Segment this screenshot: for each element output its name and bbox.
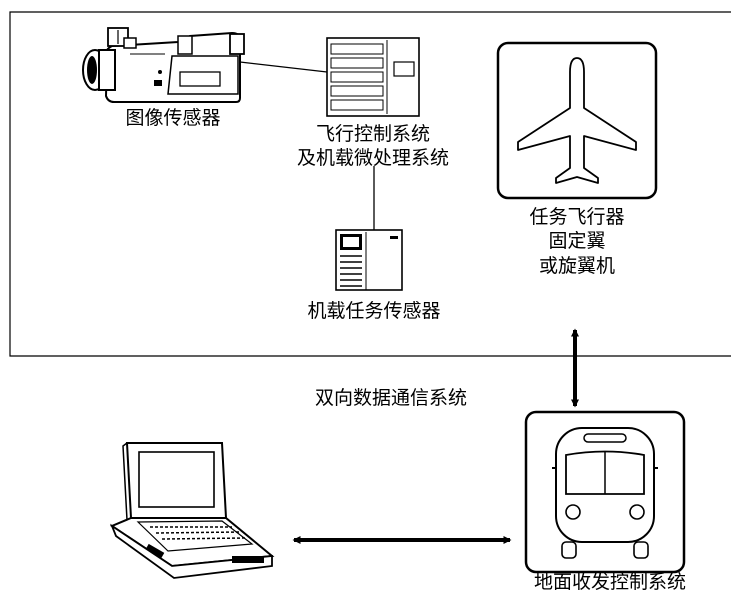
control-unit-icon bbox=[326, 37, 420, 117]
aircraft-label-line3: 或旋翼机 bbox=[538, 255, 615, 277]
computer-tower-icon bbox=[335, 229, 403, 291]
onboard-sensor-label: 机载任务传感器 bbox=[307, 300, 441, 322]
flight-control-label-line1: 飞行控制系统 bbox=[315, 123, 430, 145]
bus-icon bbox=[524, 410, 686, 574]
flight-control-label-line2: 及机载微处理系统 bbox=[296, 147, 449, 169]
image-sensor-label: 图像传感器 bbox=[125, 107, 221, 129]
laptop-icon bbox=[109, 442, 275, 579]
video-camera-icon bbox=[82, 27, 245, 103]
airplane-icon bbox=[496, 41, 658, 200]
aircraft-label-line1: 任务飞行器 bbox=[529, 206, 625, 228]
camera-to-controller-line bbox=[239, 61, 328, 73]
datalink-label: 双向数据通信系统 bbox=[314, 387, 467, 409]
ground-station-label: 地面收发控制系统 bbox=[533, 571, 686, 593]
airborne-segment-frame bbox=[9, 11, 731, 357]
aircraft-label-line2: 固定翼 bbox=[548, 230, 606, 252]
